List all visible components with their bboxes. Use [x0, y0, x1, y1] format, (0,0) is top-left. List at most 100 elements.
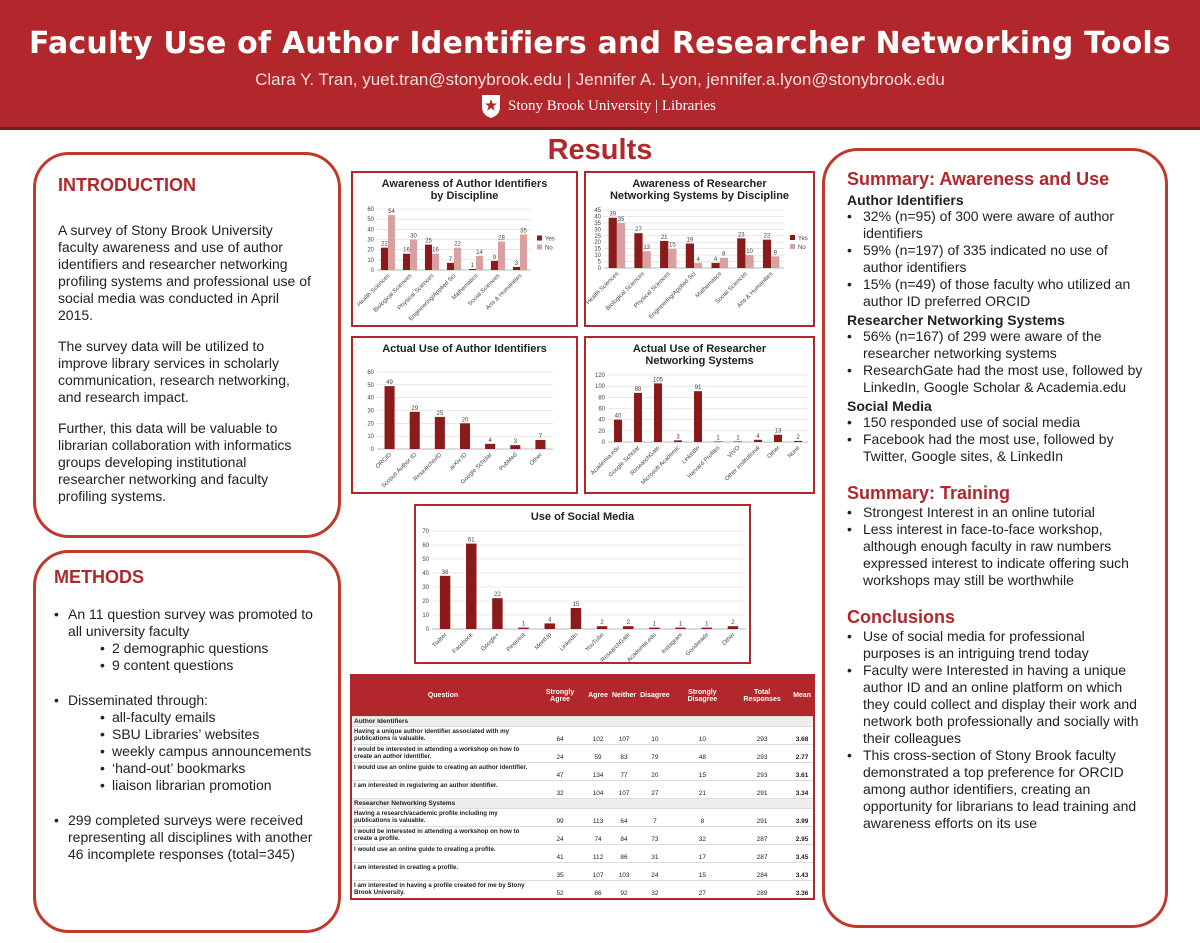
value-cell: 24 [638, 861, 672, 880]
logo-text: Stony Brook University | Libraries [508, 97, 716, 114]
legend-swatch [790, 235, 795, 240]
bar [570, 608, 582, 629]
value-cell: 27 [638, 779, 672, 798]
x-tick-label: VIVO [727, 445, 742, 460]
data-label: 1 [705, 622, 709, 628]
chart-title: by Discipline [431, 190, 499, 202]
chart-title: Networking Systems [645, 355, 753, 367]
y-tick-label: 20 [367, 421, 374, 427]
bar [409, 411, 420, 449]
summary-item: 59% (n=197) of 335 indicated no use of a… [847, 242, 1143, 276]
bar [674, 440, 682, 442]
author-identifiers-list: 32% (n=95) of 300 were aware of author i… [847, 208, 1143, 310]
table-row: I am interested in having a profile crea… [352, 879, 813, 898]
summary-awareness-heading: Summary: Awareness and Use [847, 169, 1110, 189]
y-tick-label: 30 [367, 409, 374, 415]
value-cell: 112 [586, 843, 610, 862]
y-tick-label: 100 [595, 384, 606, 390]
methods-subitem: weekly campus announcements [54, 743, 320, 760]
question-cell: I am interested in registering an author… [352, 779, 534, 798]
legend-swatch [537, 235, 542, 241]
data-label: 9 [774, 250, 778, 256]
methods-subitem: SBU Libraries’ websites [54, 726, 320, 743]
y-tick-label: 60 [598, 407, 605, 413]
networking-systems-list: 56% (n=167) of 299 were aware of the res… [847, 328, 1143, 396]
value-cell: 293 [733, 761, 792, 780]
value-cell: 41 [534, 843, 587, 862]
value-cell: 8 [671, 807, 734, 826]
data-label: 13 [775, 429, 782, 435]
data-label: 2 [731, 620, 735, 626]
x-tick-label: Mathematics [695, 271, 723, 299]
y-tick-label: 0 [371, 447, 375, 453]
x-tick-label: Facebook [452, 631, 476, 655]
data-label: 61 [468, 538, 475, 544]
value-cell: 59 [586, 743, 610, 762]
value-cell: 32 [671, 825, 734, 844]
bar [737, 238, 746, 268]
value-cell: 31 [638, 843, 672, 862]
column-header: Total Responses [733, 676, 792, 716]
value-cell: 74 [586, 825, 610, 844]
bar [734, 441, 742, 442]
data-label: 1 [471, 263, 475, 269]
y-tick-label: 15 [594, 247, 601, 253]
data-label: 22 [764, 234, 771, 240]
intro-paragraph: A survey of Stony Brook University facul… [58, 222, 311, 323]
data-label: 3 [515, 261, 519, 267]
data-label: 8 [722, 252, 726, 258]
intro-paragraph: The survey data will be utilized to impr… [58, 338, 290, 405]
table-group-row: Researcher Networking Systems [352, 797, 813, 808]
summary-item: Less interest in face-to-face workshop, … [847, 521, 1143, 589]
social-media-heading: Social Media [847, 398, 932, 414]
table-row: I would use an online guide to creating … [352, 761, 813, 780]
value-cell: 103 [609, 861, 639, 880]
x-tick-label: PubMed [499, 452, 519, 472]
data-label: 38 [442, 570, 449, 576]
value-cell: 83 [609, 743, 639, 762]
legend-label: Yes [798, 236, 808, 242]
value-cell: 15 [671, 761, 734, 780]
chart-svg: Use of Social Media01020304050607038Twit… [422, 511, 746, 662]
data-label: 15 [573, 602, 580, 608]
chart-title: Actual Use of Author Identifiers [382, 343, 547, 355]
value-cell: 32 [638, 879, 672, 898]
chart-title: Use of Social Media [531, 511, 635, 523]
y-tick-label: 30 [367, 238, 374, 244]
bar [498, 241, 506, 270]
y-tick-label: 60 [367, 207, 374, 213]
y-tick-label: 50 [367, 217, 374, 223]
question-cell: I would be interested in attending a wor… [352, 825, 534, 844]
bar [794, 440, 802, 442]
bar [454, 247, 462, 270]
value-cell: 24 [534, 743, 587, 762]
bar [642, 251, 651, 268]
introduction-panel: INTRODUCTION A survey of Stony Brook Uni… [33, 152, 341, 538]
summary-item: Faculty were Interested in having a uniq… [847, 662, 1143, 747]
table-row: I am interested in registering an author… [352, 779, 813, 798]
x-tick-label: Twitter [432, 632, 449, 649]
bar [459, 423, 471, 449]
data-label: 29 [411, 406, 418, 412]
bar [434, 416, 445, 449]
y-tick-label: 25 [594, 234, 601, 240]
y-tick-label: 40 [367, 396, 374, 402]
value-cell: 86 [609, 843, 639, 862]
bar [485, 443, 496, 449]
x-tick-label: Biological Sciences [373, 273, 414, 314]
y-tick-label: 35 [594, 221, 601, 227]
value-cell: 3.36 [791, 879, 813, 898]
data-label: 15 [669, 243, 676, 249]
methods-subitem: liaison librarian promotion [54, 777, 320, 794]
value-cell: 287 [733, 825, 792, 844]
value-cell: 289 [733, 879, 792, 898]
bar [402, 253, 410, 270]
bar [685, 243, 694, 268]
methods-subitem: ‘hand-out’ bookmarks [54, 760, 320, 777]
y-tick-label: 10 [367, 434, 374, 440]
column-header: Agree [586, 676, 610, 716]
table-row: I would use an online guide to creating … [352, 843, 813, 862]
bar [714, 441, 722, 442]
data-label: 4 [696, 257, 700, 263]
